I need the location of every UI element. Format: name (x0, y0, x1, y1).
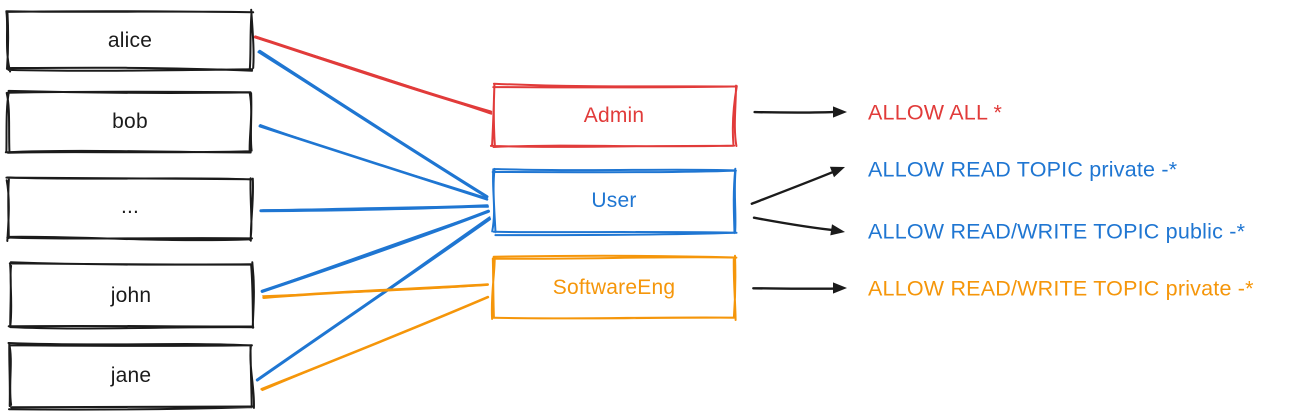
edge-john-user (260, 209, 490, 293)
edge-alice-user (257, 49, 489, 199)
user-box-alice (5, 8, 255, 73)
user-box-john-stroke (7, 261, 255, 330)
permission-label-allow-all: ALLOW ALL * (868, 100, 1003, 125)
edge-alice-admin (253, 35, 493, 115)
user-label-dots: ... (120, 195, 140, 218)
edge-alice-user-stroke (257, 51, 487, 197)
edge-john-softwareeng-stroke (262, 284, 487, 297)
role-label-softwareeng: SoftwareEng (552, 276, 676, 299)
arrow-user-to-read-private (750, 166, 845, 205)
arrow-softwareeng-to-readwrite-private (752, 282, 847, 294)
arrow-admin-to-allow-all-stroke (753, 110, 840, 114)
user-box-jane (7, 342, 255, 411)
edge-jane-softwareeng-stroke (261, 296, 488, 392)
arrow-user-to-readwrite-public (752, 216, 845, 236)
permission-label-readwrite-topic-public: ALLOW READ/WRITE TOPIC public -* (868, 219, 1246, 244)
edge-john-softwareeng (262, 283, 489, 299)
user-box-bob (4, 89, 253, 154)
permission-label-read-topic-private: ALLOW READ TOPIC private -* (868, 157, 1178, 182)
role-box-softwareeng-stroke (490, 254, 738, 321)
role-box-user (491, 167, 738, 237)
edge-jane-user-stroke (256, 216, 491, 382)
edge-bob-user-stroke (259, 124, 488, 199)
arrow-user-to-readwrite-public-stroke (752, 216, 838, 232)
edge-john-user-stroke (262, 211, 489, 292)
role-box-admin (489, 82, 738, 148)
edge-jane-user (255, 216, 491, 382)
edge-jane-softwareeng (260, 295, 490, 392)
role-box-softwareeng (490, 254, 738, 321)
user-box-john (7, 261, 255, 330)
role-box-user-stroke (491, 167, 738, 237)
edge-dots-user (259, 204, 489, 213)
edge-alice-admin-stroke (253, 36, 493, 115)
user-box-alice-stroke (5, 8, 255, 73)
edge-bob-user (258, 124, 489, 201)
arrow-user-to-read-private-stroke (750, 169, 838, 205)
arrow-softwareeng-to-readwrite-private-head (833, 282, 847, 294)
permission-label-readwrite-topic-private: ALLOW READ/WRITE TOPIC private -* (868, 276, 1254, 301)
arrow-admin-to-allow-all (753, 106, 847, 118)
edge-dots-user-stroke (261, 205, 489, 212)
user-label-john: john (110, 284, 152, 307)
arrow-admin-to-allow-all-head (833, 106, 847, 118)
user-label-alice: alice (107, 29, 153, 52)
arrow-user-to-read-private-head (829, 166, 845, 178)
user-box-jane-stroke (7, 342, 255, 411)
user-label-bob: bob (112, 110, 148, 133)
user-box-dots-stroke (5, 176, 255, 242)
user-box-bob-stroke (4, 89, 253, 154)
user-box-dots (5, 176, 255, 242)
arrow-user-to-readwrite-public-head (830, 224, 845, 236)
role-label-admin: Admin (583, 104, 645, 127)
role-box-admin-stroke (489, 82, 738, 148)
user-label-jane: jane (110, 364, 152, 387)
role-label-user: User (591, 189, 637, 212)
